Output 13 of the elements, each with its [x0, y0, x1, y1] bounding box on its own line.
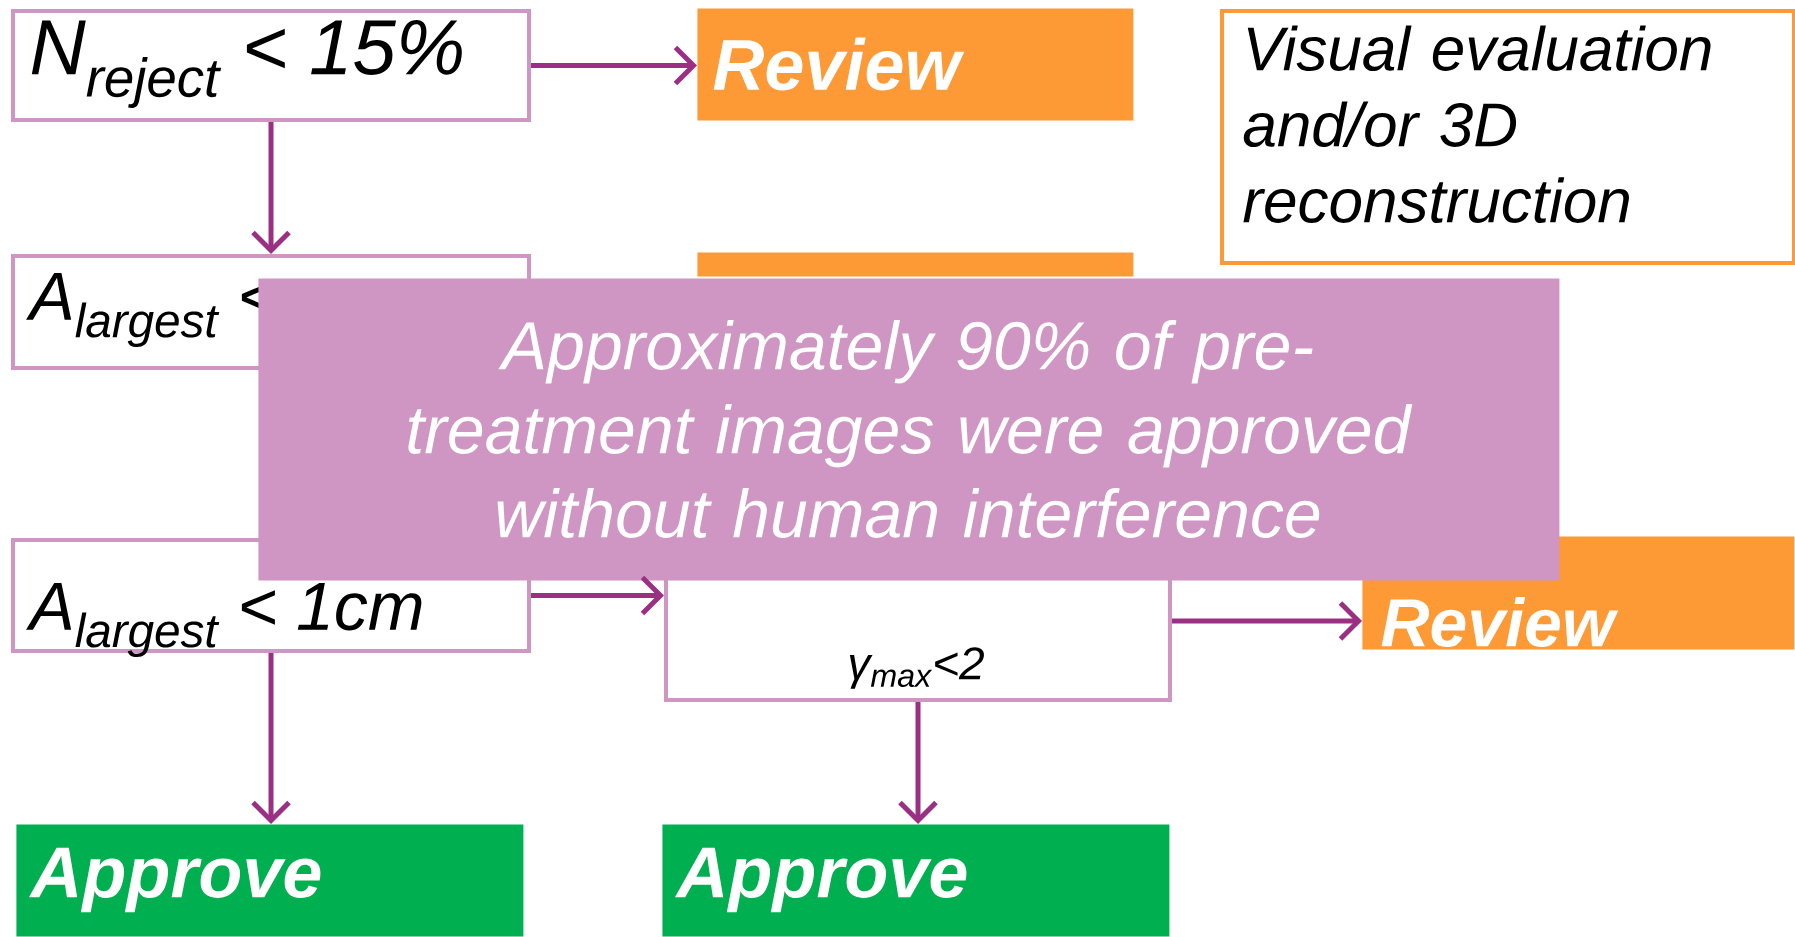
note-box: Visual evaluation and/or 3D reconstruction — [1220, 9, 1795, 265]
review-box: Review — [697, 8, 1134, 121]
review-box — [697, 252, 1134, 277]
condition-box: N$_{reject}$ < 15% — [11, 9, 531, 122]
approve-box: Approve — [16, 824, 524, 937]
arrow — [251, 653, 291, 824]
arrow — [251, 122, 291, 254]
arrow — [1172, 601, 1362, 641]
approve-box: Approve — [662, 824, 1170, 937]
callout-tooltip: Approximately 90% of pre-treatment images were approved without human interference — [258, 278, 1560, 581]
arrow — [898, 702, 938, 824]
arrow — [531, 45, 697, 86]
arrow — [531, 575, 664, 616]
